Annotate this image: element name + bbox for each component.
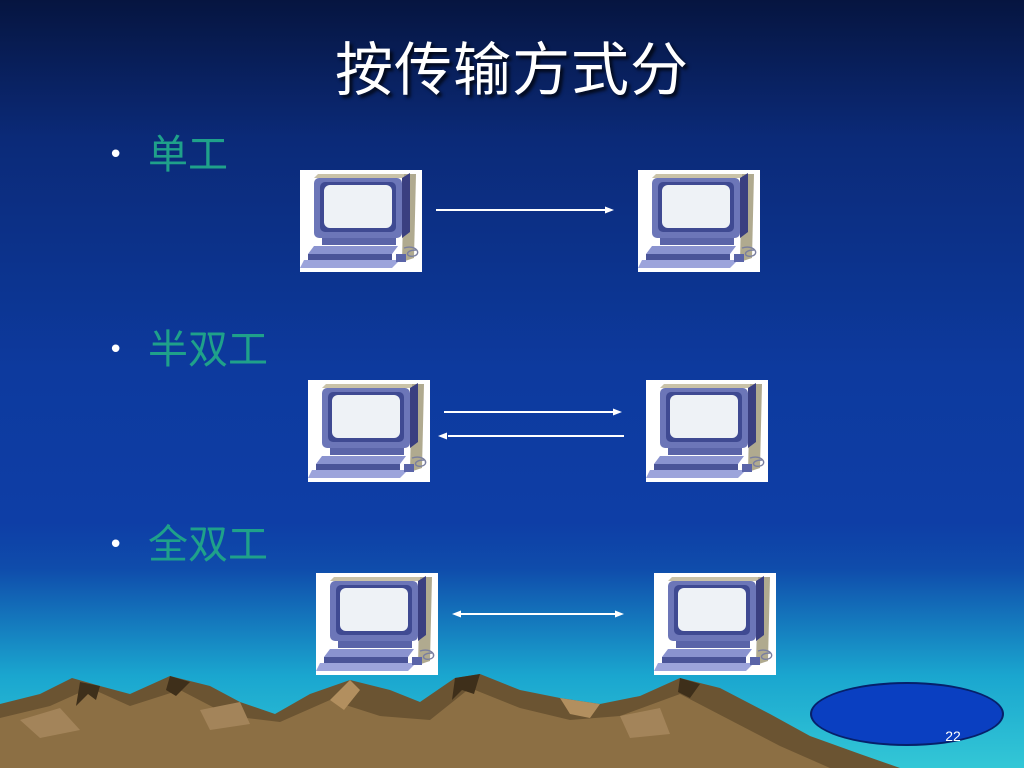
- computer-icon: [300, 170, 422, 272]
- computer-icon: [654, 573, 776, 675]
- double-arrow-icon: [452, 610, 624, 618]
- arrow-left-icon: [438, 432, 624, 440]
- computer-icon: [646, 380, 768, 482]
- bullet-label: 半双工: [148, 327, 268, 373]
- bullet-dot: •: [108, 530, 124, 560]
- bullet-label: 全双工: [148, 522, 268, 568]
- page-number: 22: [945, 728, 961, 744]
- computer-icon: [316, 573, 438, 675]
- computer-icon: [308, 380, 430, 482]
- bullet-dot: •: [108, 140, 124, 170]
- arrow-right-icon: [436, 206, 614, 214]
- bullet-full-duplex: • 全双工: [108, 517, 268, 573]
- page-number-oval: [810, 682, 1004, 746]
- computer-icon: [638, 170, 760, 272]
- bullet-label: 单工: [148, 132, 228, 178]
- arrow-right-icon: [444, 408, 622, 416]
- bullet-dot: •: [108, 335, 124, 365]
- mountains-decoration: [0, 674, 900, 768]
- bullet-simplex: • 单工: [108, 127, 228, 183]
- bullet-half-duplex: • 半双工: [108, 322, 268, 378]
- slide-title: 按传输方式分: [334, 36, 689, 104]
